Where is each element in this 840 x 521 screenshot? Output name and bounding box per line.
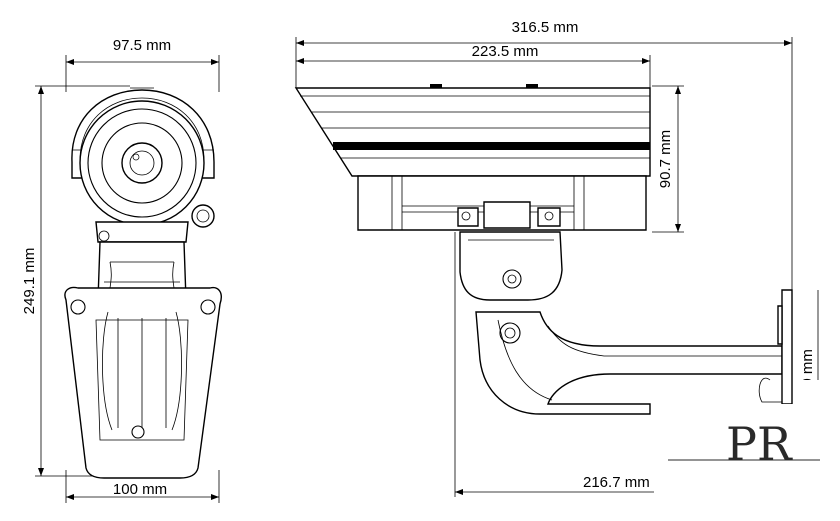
front-view: 97.5 mm 249.1 mm [21,37,222,503]
front-mount-plate [64,286,222,479]
side-arm-knob [499,322,521,344]
side-dark-band [333,142,650,150]
front-width-label: 97.5 mm [113,37,171,54]
side-clamp [483,201,531,229]
side-sunshield [294,87,651,177]
front-mount-hole-right [200,299,216,315]
side-view: 316.5 mm 223.5 mm 90.7 mm [294,19,819,497]
front-height-label: 249.1 mm [21,248,38,315]
front-adjust-knob [191,204,215,228]
front-screw [131,425,145,439]
front-lens [121,142,163,184]
overall-length-label: 316.5 mm [512,19,579,36]
housing-height-label: 90.7 mm [657,130,674,188]
side-wall-plate [781,289,793,405]
side-pivot-head [459,231,563,301]
brand-logo: PR [668,417,820,471]
logo-backdrop [654,404,840,521]
logo-text: PR [726,417,793,471]
bracket-depth-label: 216.7 mm [583,474,650,491]
base-width-label: 100 mm [113,481,167,498]
side-pivot-knob [502,269,522,289]
housing-length-label: 223.5 mm [472,43,539,60]
front-mount-hole-left [70,299,86,315]
side-bracket-arm [475,311,783,415]
